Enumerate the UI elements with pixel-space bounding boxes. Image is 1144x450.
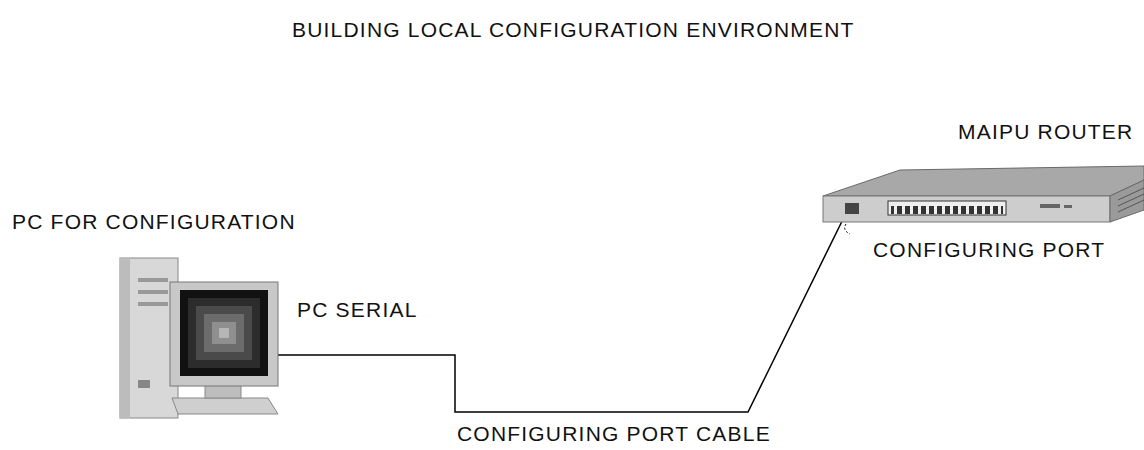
- config-cable: [278, 205, 850, 412]
- port-label: PC SERIAL: [297, 298, 418, 322]
- port-label: CONFIGURING PORT: [873, 238, 1105, 262]
- device-label: MAIPU ROUTER: [958, 120, 1133, 144]
- router-illustration: [823, 166, 1144, 234]
- diagram-title: BUILDING LOCAL CONFIGURATION ENVIRONMENT: [292, 18, 855, 42]
- pc-illustration: [120, 258, 278, 418]
- cable-label: CONFIGURING PORT CABLE: [457, 422, 771, 446]
- device-label: PC FOR CONFIGURATION: [12, 210, 296, 234]
